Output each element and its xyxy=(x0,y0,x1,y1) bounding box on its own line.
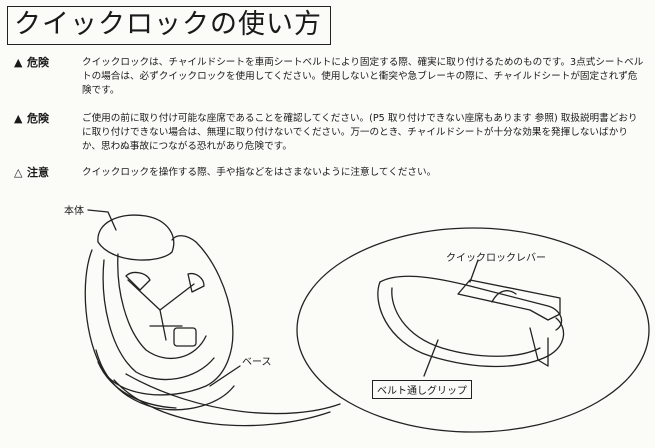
buckle-shape xyxy=(173,327,197,347)
label-belt-grip: ベルト通しグリップ xyxy=(372,380,472,399)
grip-pointer xyxy=(423,339,439,377)
danger-notice-1: ▲ 危険 クイックロックは、チャイルドシートを車両シートベルトにより固定する際、確… xyxy=(14,56,644,99)
notice-text: クイックロックは、チャイルドシートを車両シートベルトにより固定する際、確実に取り… xyxy=(82,57,644,97)
child-seat-drawing xyxy=(84,209,650,433)
page-title: クイックロックの使い方 xyxy=(7,6,331,45)
quick-lock-lever xyxy=(457,279,561,321)
seat-shell-outline xyxy=(84,235,234,396)
danger-notice-2: ▲ 危険 ご使用の前に取り付け可能な座席であることを確認してください。(P5 取り… xyxy=(14,112,644,155)
notice-label-text: 注意 xyxy=(27,166,49,179)
label-quick-lock-lever: クイックロックレバー xyxy=(446,253,546,264)
caution-notice: △ 注意 クイックロックを操作する際、手や指などをはさまないように注意してください… xyxy=(14,166,644,180)
base-pointer xyxy=(209,365,241,387)
illustration: 本体 ベース クイックロックレバー ベルト通しグリップ xyxy=(0,190,655,448)
warning-triangle-icon: ▲ xyxy=(14,112,23,125)
harness-straps xyxy=(127,279,195,341)
magnify-circle xyxy=(296,227,650,433)
caution-triangle-icon: △ xyxy=(14,166,23,179)
notice-text: クイックロックを操作する際、手や指などをはさまないように注意してください。 xyxy=(82,167,437,178)
body-pointer xyxy=(87,209,117,231)
danger-label-1: ▲ 危険 xyxy=(14,56,76,70)
caution-label: △ 注意 xyxy=(14,166,76,180)
notice-text: ご使用の前に取り付け可能な座席であることを確認してください。(P5 取り付けでき… xyxy=(82,113,638,153)
notice-label-text: 危険 xyxy=(27,112,49,125)
headrest-outline xyxy=(97,214,175,261)
lever-pointer xyxy=(469,259,479,283)
warning-triangle-icon: ▲ xyxy=(14,56,23,69)
label-seat-body: 本体 xyxy=(64,206,84,217)
belt-grip-outline xyxy=(377,281,565,368)
base-outline xyxy=(95,349,235,411)
label-base: ベース xyxy=(242,357,272,368)
danger-label-2: ▲ 危険 xyxy=(14,112,76,126)
notice-label-text: 危険 xyxy=(27,56,49,69)
